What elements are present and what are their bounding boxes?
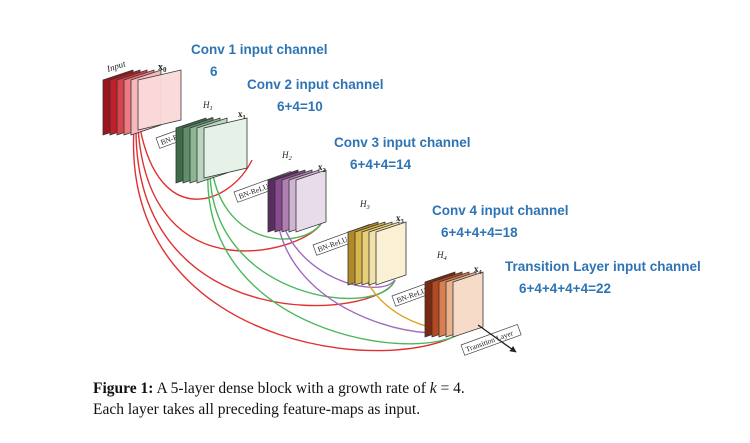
x1-label: x1 — [238, 109, 246, 121]
connection-arrow-green — [207, 169, 471, 345]
annotation-title: Conv 1 input channel — [191, 42, 328, 57]
cropped-header-text: · · · · · · · · · · · · · · · · · · · · … — [34, 0, 270, 4]
caption-line2: Each layer takes all preceding feature-m… — [93, 401, 421, 418]
h2-label: H2 — [281, 150, 293, 162]
h4-label: H4 — [436, 250, 448, 262]
feature-block-input — [102, 69, 182, 136]
annotation-transition: Transition Layer input channel 6+4+4+4+4… — [505, 259, 701, 296]
annotation-conv1: Conv 1 input channel 6 — [191, 42, 328, 79]
input-label: Input — [105, 58, 128, 74]
annotation-value: 6+4+4=14 — [350, 157, 412, 172]
annotation-title: Conv 2 input channel — [247, 77, 384, 92]
output-arrow — [477, 324, 517, 353]
annotation-value: 6+4+4+4+4=22 — [519, 281, 611, 296]
caption-label: Figure 1: — [93, 380, 154, 397]
feature-block-3 — [347, 221, 407, 286]
annotation-value: 6+4+4+4=18 — [441, 225, 518, 240]
annotation-value: 6+4=10 — [277, 99, 323, 114]
feature-block-2 — [267, 169, 327, 233]
connection-arrow-red — [139, 127, 253, 200]
annotation-conv2: Conv 2 input channel 6+4=10 — [247, 77, 384, 114]
annotation-title: Conv 4 input channel — [432, 203, 569, 218]
x2-label: x2 — [318, 162, 326, 174]
annotation-conv3: Conv 3 input channel 6+4+4=14 — [334, 135, 471, 172]
x4-label: x4 — [474, 264, 483, 276]
caption-line1: A 5-layer dense block with a growth rate… — [153, 380, 430, 397]
figure-caption: Figure 1: A 5-layer dense block with a g… — [93, 378, 693, 420]
x3-label: x3 — [396, 213, 405, 225]
caption-eq: = 4. — [436, 380, 465, 397]
connection-arrow-red — [133, 127, 471, 352]
h3-label: H3 — [359, 199, 371, 211]
annotation-conv4: Conv 4 input channel 6+4+4+4=18 — [432, 203, 569, 240]
annotation-value: 6 — [210, 64, 218, 79]
annotation-title: Conv 3 input channel — [334, 135, 471, 150]
annotation-title: Transition Layer input channel — [505, 259, 701, 274]
feature-block-4 — [424, 271, 484, 338]
x0-label: x0 — [158, 62, 167, 74]
connection-arrow-green — [209, 169, 396, 300]
h1-label: H1 — [202, 100, 213, 112]
feature-block-1 — [175, 117, 248, 184]
connection-arrow-green — [211, 169, 323, 240]
caption-k: k — [429, 380, 437, 397]
